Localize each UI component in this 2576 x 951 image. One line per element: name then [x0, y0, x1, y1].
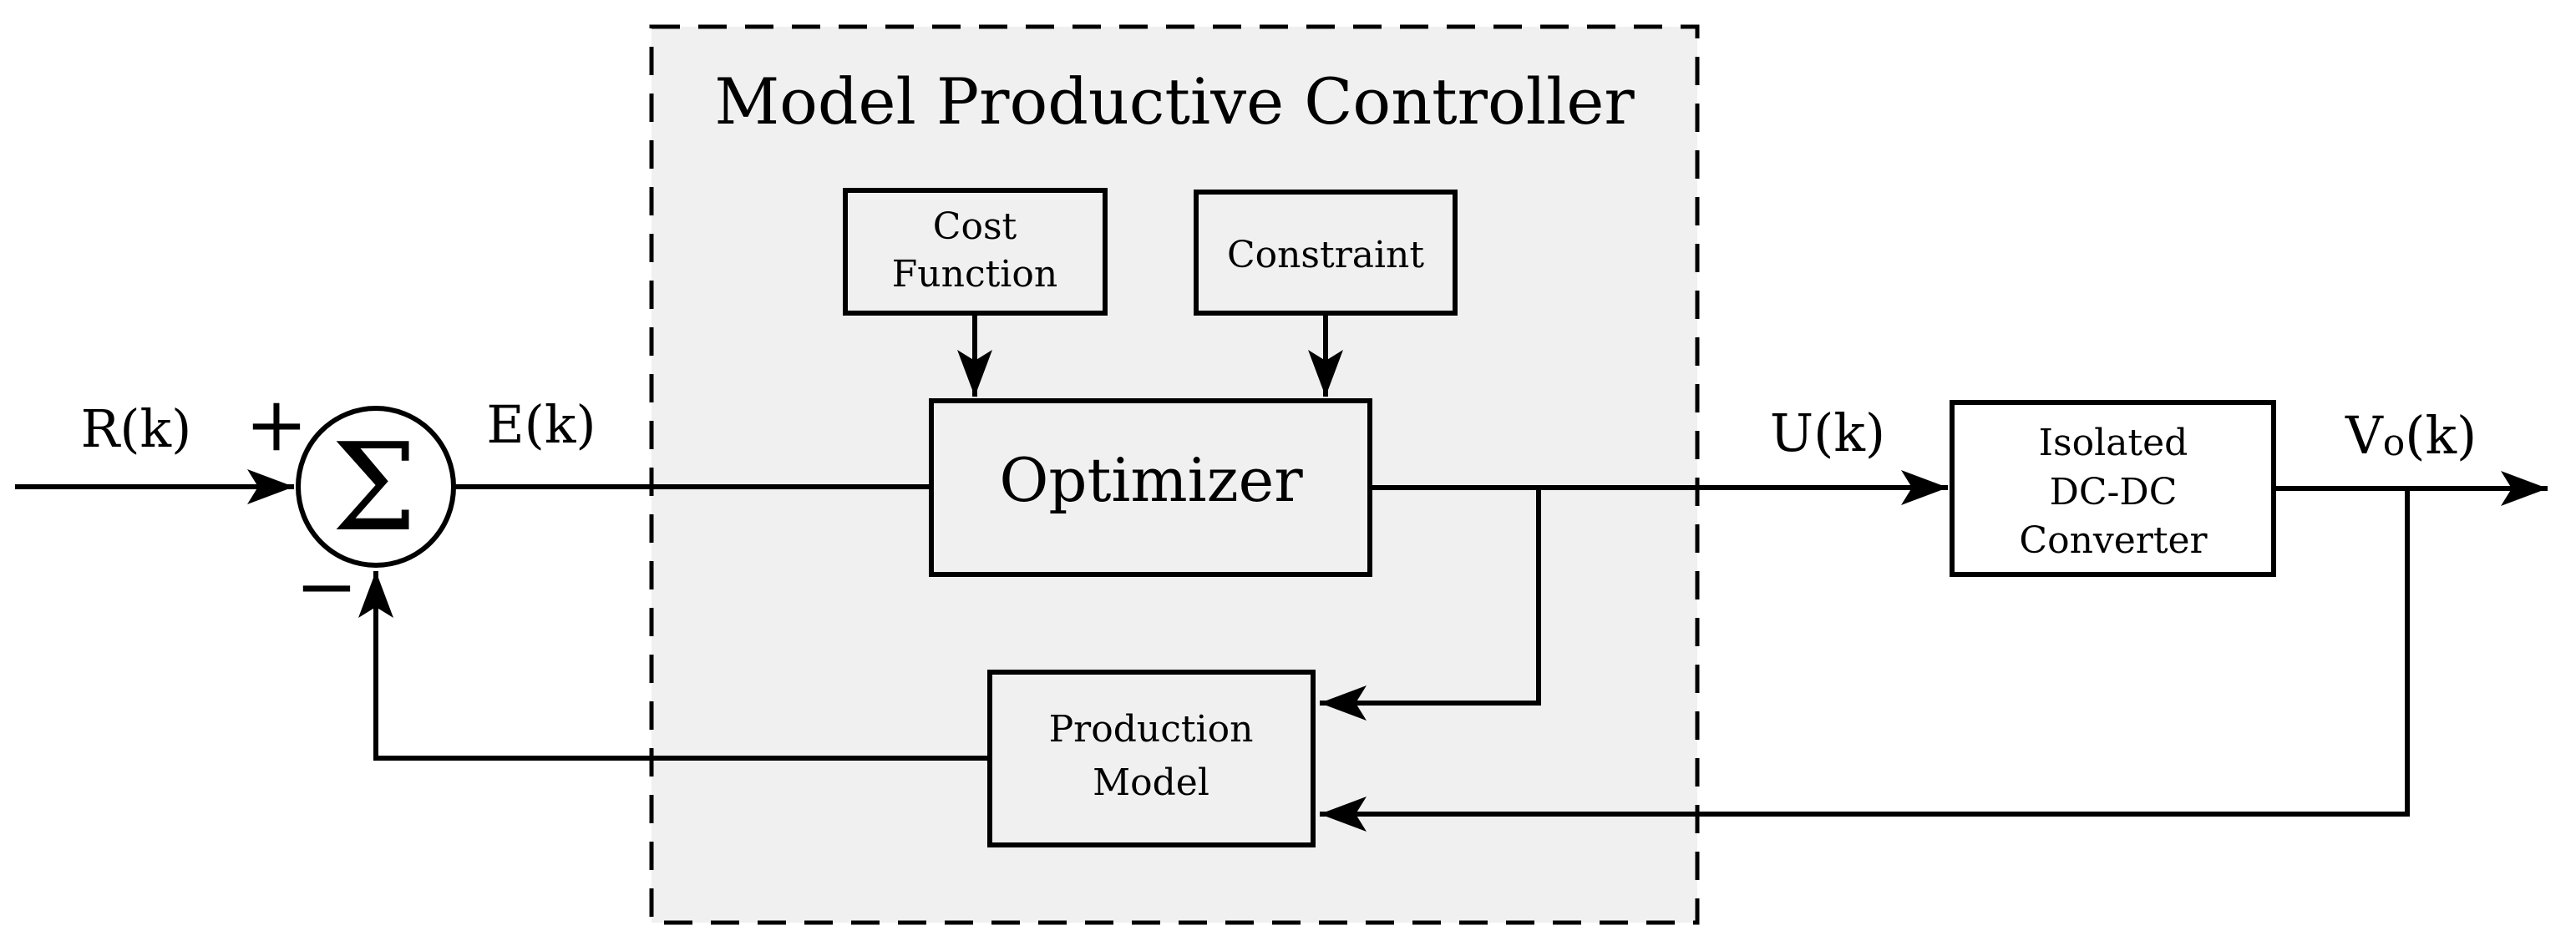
production-model-label-line1: Production — [1049, 708, 1254, 751]
error-signal-label: E(k) — [486, 394, 596, 455]
cost-function-label-line1: Cost — [933, 205, 1017, 248]
minus-sign: − — [295, 543, 357, 630]
output-feedback-wire — [1320, 488, 2410, 832]
production-model-label-line2: Model — [1093, 761, 1209, 804]
optimizer-to-model-wire — [1320, 488, 1541, 721]
cost-function-block — [843, 188, 1108, 316]
dcdc-converter-label-line2: DC-DC — [2050, 471, 2178, 513]
cost-function-label-line2: Function — [892, 253, 1057, 296]
dcdc-converter-label-line3: Converter — [2019, 519, 2208, 562]
panel-title: Model Productive Controller — [714, 64, 1635, 139]
constraint-label: Constraint — [1227, 234, 1424, 276]
optimizer-label: Optimizer — [999, 445, 1303, 515]
dcdc-converter-label-line1: Isolated — [2039, 422, 2188, 464]
sigma-symbol: Σ — [332, 417, 418, 559]
control-signal-label: U(k) — [1770, 402, 1885, 463]
output-signal-label: Vo(k) — [2345, 405, 2477, 466]
summing-junction — [296, 406, 456, 568]
production-model-block — [987, 670, 1316, 847]
plus-sign: + — [245, 381, 307, 468]
reference-signal-label: R(k) — [81, 398, 192, 459]
dcdc-converter-block — [1950, 400, 2276, 577]
constraint-block — [1194, 190, 1458, 316]
optimizer-block — [929, 398, 1372, 577]
model-feedback-wire — [358, 571, 990, 761]
